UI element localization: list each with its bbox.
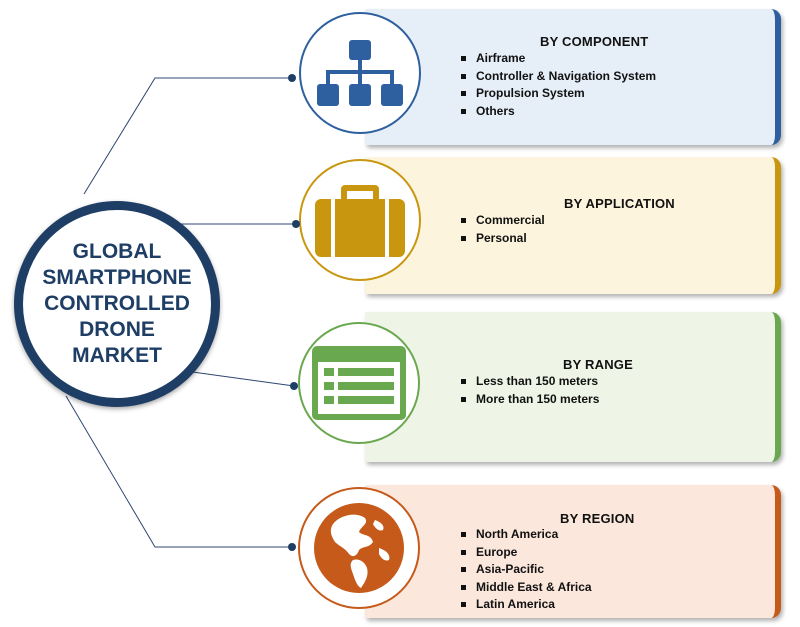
briefcase-icon [315,185,405,257]
connector-dot [288,543,296,551]
icon-circle-region [298,487,420,609]
list-item: Commercial [461,212,545,230]
list-item: Controller & Navigation System [461,68,656,86]
list-item: Less than 150 meters [461,373,599,391]
hierarchy-icon [317,40,403,106]
panel-heading: BY REGION [560,511,635,526]
list-item: Personal [461,230,545,248]
icon-circle-range [298,322,420,444]
center-hub: GLOBAL SMARTPHONE CONTROLLED DRONE MARKE… [14,201,220,407]
list-item: North America [461,526,592,544]
list-item: Middle East & Africa [461,579,592,597]
icon-circle-component [299,12,421,134]
panel-heading: BY COMPONENT [540,34,649,49]
list-window-icon [312,346,406,420]
bullet-list: Airframe Controller & Navigation System … [461,50,656,120]
connector-component [83,77,292,195]
list-item: Latin America [461,596,592,614]
panel-by-component: BY COMPONENT Airframe Controller & Navig… [365,9,781,145]
panel-by-region: BY REGION North America Europe Asia-Paci… [365,485,781,618]
bullet-list: Commercial Personal [461,212,545,247]
list-item: Europe [461,544,592,562]
panel-by-range: BY RANGE Less than 150 meters More than … [365,312,781,462]
connector-region [65,395,292,548]
connector-dot [292,220,300,228]
connector-range [177,369,295,387]
globe-icon [314,503,404,593]
list-item: More than 150 meters [461,391,599,409]
icon-circle-application [299,159,421,281]
list-item: Asia-Pacific [461,561,592,579]
bullet-list: Less than 150 meters More than 150 meter… [461,373,599,408]
list-item: Others [461,103,656,121]
center-title: GLOBAL SMARTPHONE CONTROLLED DRONE MARKE… [42,240,192,367]
panel-by-application: BY APPLICATION Commercial Personal [365,157,781,294]
list-item: Airframe [461,50,656,68]
list-item: Propulsion System [461,85,656,103]
connector-dot [288,74,296,82]
panel-heading: BY APPLICATION [564,196,675,211]
bullet-list: North America Europe Asia-Pacific Middle… [461,526,592,614]
connector-dot [290,382,298,390]
panel-heading: BY RANGE [563,357,633,372]
